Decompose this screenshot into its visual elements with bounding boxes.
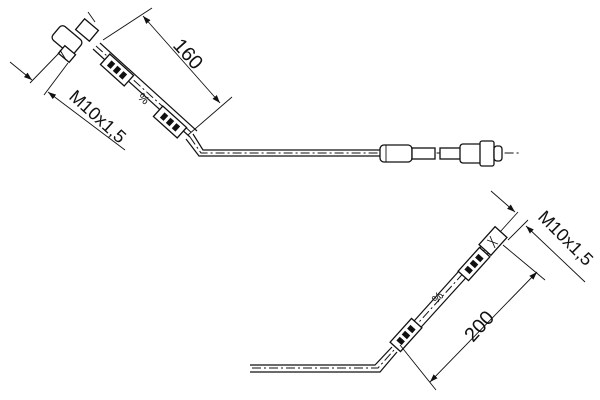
svg-text:%: % — [135, 90, 153, 108]
top-thread-label: M10x1,5 — [65, 86, 130, 147]
end-fitting-icon — [379, 140, 503, 167]
hose-crimp-fitting-icon — [457, 246, 491, 282]
bottom-hose-assembly: % — [250, 225, 508, 373]
hose-crimp-fitting-icon — [99, 53, 135, 87]
hose-crimp-fitting-icon — [389, 317, 423, 353]
threaded-end-fitting-icon — [478, 225, 508, 257]
bottom-length-label: 200 — [460, 307, 499, 347]
svg-text:%: % — [429, 288, 447, 306]
top-length-label: 160 — [168, 35, 207, 75]
banjo-fitting-icon — [51, 11, 100, 64]
hose-crimp-fitting-icon — [152, 105, 188, 139]
dimension-thread-bottom: M10x1,5 — [490, 190, 597, 283]
bottom-thread-label: M10x1,5 — [534, 207, 597, 270]
top-hose-assembly: % — [51, 11, 520, 167]
